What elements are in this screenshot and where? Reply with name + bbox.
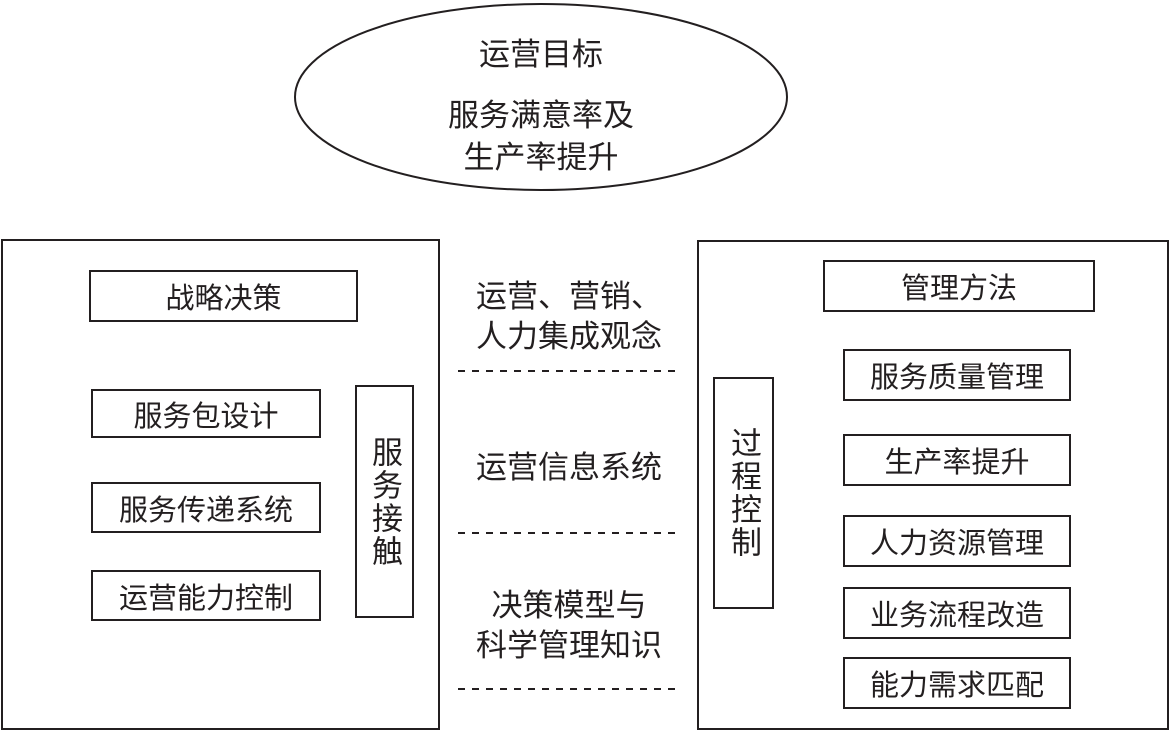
goal-title: 运营目标	[479, 37, 603, 73]
process-control-box: 过程控制	[713, 377, 774, 609]
center-block-2: 运营信息系统	[476, 450, 662, 486]
left-panel-header: 战略决策	[89, 270, 358, 322]
capacity-demand-matching-box: 能力需求匹配	[843, 657, 1071, 709]
business-process-reengineering-box: 业务流程改造	[843, 587, 1071, 639]
right-panel-header: 管理方法	[823, 260, 1095, 312]
human-resource-management-box: 人力资源管理	[843, 515, 1071, 567]
service-quality-management-box: 服务质量管理	[843, 349, 1071, 401]
capacity-control-box: 运营能力控制	[91, 570, 321, 621]
service-package-design-box: 服务包设计	[91, 389, 321, 438]
center-block-3-line-2: 科学管理知识	[476, 628, 662, 664]
goal-ellipse	[294, 3, 788, 191]
goal-line-1: 服务满意率及	[448, 98, 634, 134]
center-block-1-line-1: 运营、营销、	[476, 279, 662, 315]
service-delivery-system-box: 服务传递系统	[91, 482, 321, 533]
center-block-1-line-2: 人力集成观念	[476, 319, 662, 355]
productivity-improvement-box: 生产率提升	[843, 434, 1071, 486]
center-block-3-line-1: 决策模型与	[491, 588, 647, 624]
service-encounter-box: 服务接触	[355, 385, 414, 618]
goal-line-2: 生产率提升	[463, 140, 619, 176]
